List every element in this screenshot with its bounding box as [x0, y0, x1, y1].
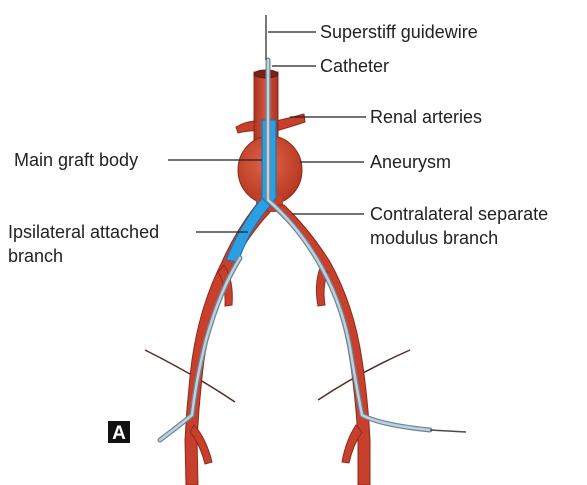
label-contralateral-line2: modulus branch: [370, 228, 498, 248]
label-ipsilateral-line1: Ipsilateral attached: [8, 222, 159, 242]
label-renal-arteries: Renal arteries: [370, 107, 482, 127]
guidewire-tail: [430, 430, 466, 432]
label-superstiff-guidewire: Superstiff guidewire: [320, 22, 478, 42]
label-aneurysm: Aneurysm: [370, 152, 451, 172]
panel-letter: A: [112, 423, 126, 444]
label-catheter: Catheter: [320, 56, 389, 76]
label-ipsilateral-line2: branch: [8, 246, 63, 266]
label-main-graft-body: Main graft body: [14, 150, 138, 170]
label-contralateral-line1: Contralateral separate: [370, 204, 548, 224]
ipsilateral-graft-branch: [226, 198, 270, 262]
